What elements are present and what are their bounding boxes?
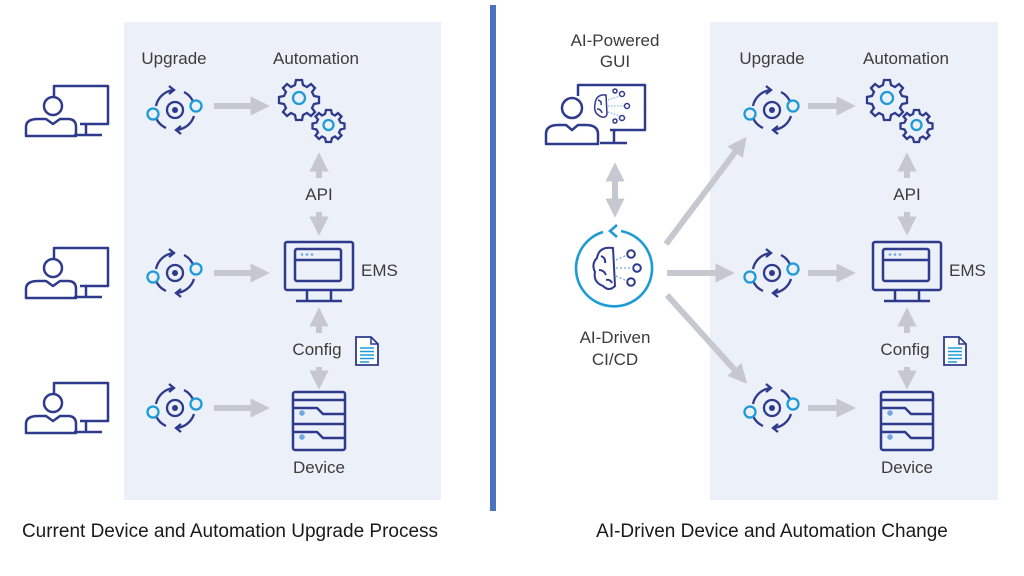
device-label-right: Device — [881, 458, 933, 477]
user-workstation-icon — [24, 381, 110, 435]
upgrade-cycle-icon — [743, 85, 800, 135]
upgrade-cycle-icon — [146, 383, 203, 433]
ai-powered-gui-icon — [544, 83, 647, 146]
automation-gears-icon — [277, 78, 346, 144]
upgrade-cycle-icon — [743, 383, 800, 433]
ems-monitor-icon — [871, 240, 943, 303]
ems-label-right: EMS — [949, 261, 986, 280]
ai-cicd-brain-icon — [574, 224, 654, 308]
ai-cicd-label-line1: AI-Driven — [579, 328, 651, 347]
api-label-right: API — [893, 185, 921, 204]
ems-label-left: EMS — [361, 261, 398, 280]
device-server-icon — [879, 390, 935, 452]
arrow-cicd-to-upgrade-bottom — [664, 292, 748, 384]
upgrade-cycle-icon — [146, 85, 203, 135]
automation-gears-icon — [865, 78, 934, 144]
upgrade-label-right: Upgrade — [739, 49, 805, 68]
config-document-icon — [943, 336, 967, 366]
upgrade-label-left: Upgrade — [141, 49, 207, 68]
upgrade-cycle-icon — [743, 248, 800, 298]
ai-gui-label-line1: AI-Powered — [570, 31, 660, 50]
ems-monitor-icon — [283, 240, 355, 303]
device-server-icon — [291, 390, 347, 452]
user-workstation-icon — [24, 246, 110, 300]
automation-label-right: Automation — [863, 49, 949, 68]
config-document-icon — [355, 336, 379, 366]
config-label-left: Config — [292, 340, 342, 359]
arrow-cicd-to-upgrade-top — [663, 136, 747, 246]
device-label-left: Device — [293, 458, 345, 477]
right-caption: AI-Driven Device and Automation Change — [596, 521, 948, 542]
config-label-right: Config — [880, 340, 930, 359]
ai-gui-label-line2: GUI — [599, 52, 631, 71]
section-divider — [490, 5, 496, 511]
user-workstation-icon — [24, 84, 110, 138]
automation-label-left: Automation — [273, 49, 359, 68]
api-label-left: API — [305, 185, 333, 204]
left-caption: Current Device and Automation Upgrade Pr… — [21, 521, 439, 542]
ai-cicd-label-line2: CI/CD — [591, 350, 639, 369]
upgrade-cycle-icon — [146, 248, 203, 298]
